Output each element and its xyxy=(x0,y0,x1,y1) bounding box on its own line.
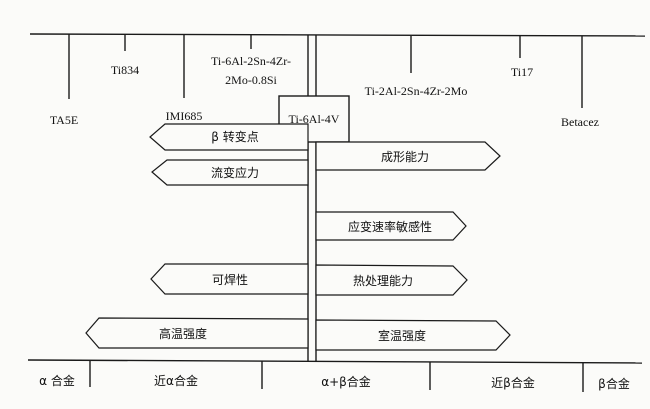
alloy-label-betacez: Betacez xyxy=(561,115,599,129)
top-axis-line xyxy=(29,33,646,37)
alloy-label-ti6242-line2: 2Mo-0.8Si xyxy=(225,73,277,87)
left-arrow-label: β 转变点 xyxy=(211,129,258,144)
left-arrow-beta-transus xyxy=(149,123,309,151)
right-arrow-label: 应变速率敏感性 xyxy=(348,219,432,234)
alloy-label-imi685: IMI685 xyxy=(166,109,203,123)
right-arrow-room-temp-strength xyxy=(315,319,511,351)
alloy-label-ti834: Ti834 xyxy=(111,63,139,77)
bottom-axis-line xyxy=(27,359,643,364)
alloy-label-ti2242: Ti-2Al-2Sn-4Zr-2Mo xyxy=(365,84,468,98)
right-arrow-formability xyxy=(315,141,501,171)
class-near-beta: 近β合金 xyxy=(491,375,535,390)
left-arrow-label: 高温强度 xyxy=(159,326,207,341)
alloy-label-ti6242-line1: Ti-6Al-2Sn-4Zr- xyxy=(211,54,291,68)
right-arrow-label: 成形能力 xyxy=(381,150,429,164)
alloy-label-ta5e: TA5E xyxy=(50,113,78,127)
right-arrow-label: 热处理能力 xyxy=(353,274,413,288)
alloy-ticks xyxy=(68,34,583,108)
class-alpha: α 合金 xyxy=(39,373,75,388)
left-arrow-weldability xyxy=(150,263,309,295)
class-beta: β合金 xyxy=(598,376,630,391)
class-dividers xyxy=(89,360,584,392)
right-arrow-heat-treatability xyxy=(315,264,468,296)
alloy-label-ti64: Ti-6Al-4V xyxy=(289,112,340,126)
right-arrow-label: 室温强度 xyxy=(378,328,426,343)
left-arrow-label: 可焊性 xyxy=(212,272,248,287)
alloy-label-ti17: Ti17 xyxy=(511,65,533,79)
left-arrow-flow-stress xyxy=(151,159,309,186)
left-arrow-label: 流变应力 xyxy=(211,165,259,180)
right-arrow-strain-rate-sensitivity xyxy=(315,211,467,241)
left-arrow-high-temp-strength xyxy=(85,317,309,349)
class-alpha-beta: α+β合金 xyxy=(321,374,371,389)
class-near-alpha: 近α合金 xyxy=(154,373,198,388)
